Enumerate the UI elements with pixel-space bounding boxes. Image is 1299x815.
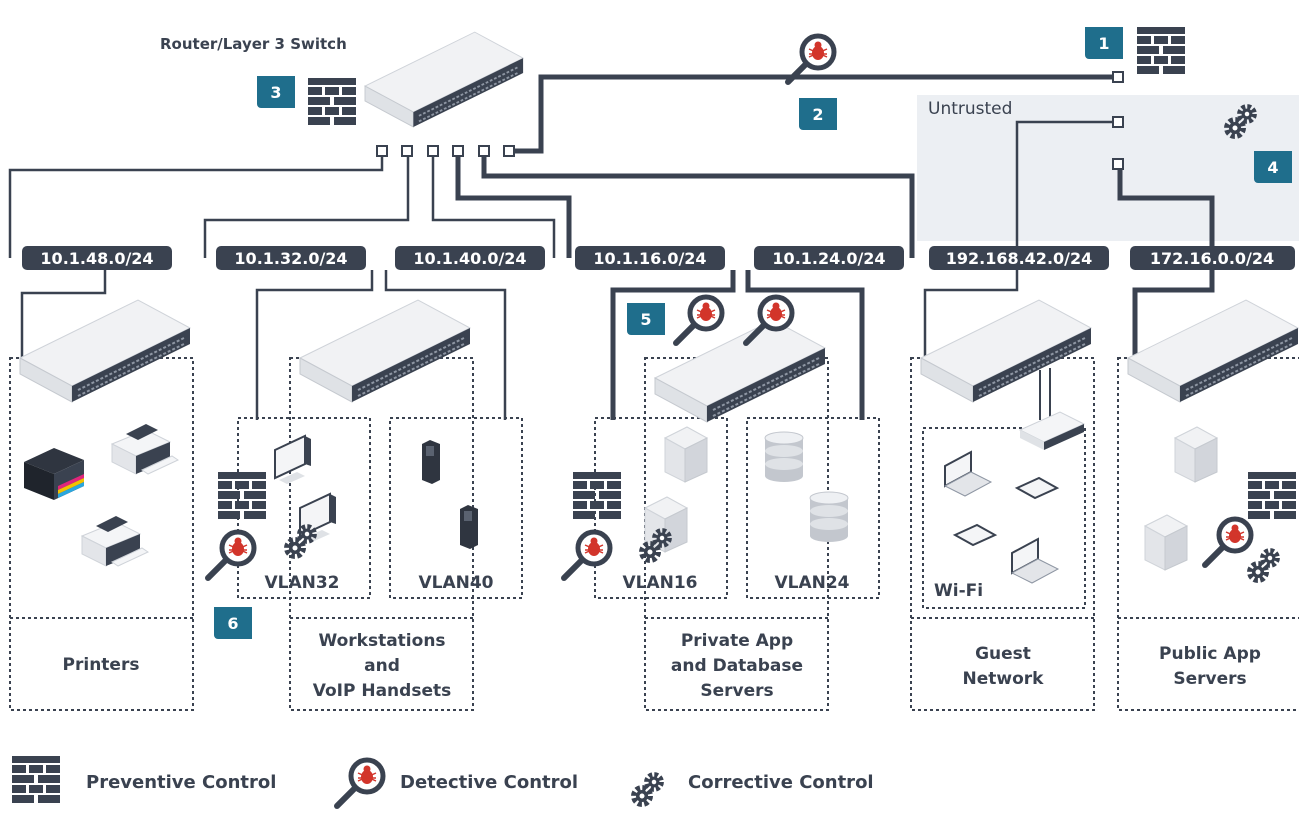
detective-icon bbox=[564, 532, 610, 578]
detective-icon bbox=[337, 760, 383, 806]
tablet-icon bbox=[1016, 477, 1058, 499]
router-ports bbox=[376, 145, 515, 157]
legend: Preventive Control Detective Control Cor… bbox=[12, 756, 874, 806]
group-label: Servers bbox=[1173, 669, 1246, 689]
public-switch bbox=[1127, 299, 1299, 403]
group-label: VoIP Handsets bbox=[313, 681, 451, 701]
untrusted-zone bbox=[917, 95, 1299, 241]
wifi-router-icon bbox=[1018, 368, 1086, 450]
legend-detective: Detective Control bbox=[400, 772, 578, 793]
firewall-icon bbox=[308, 78, 356, 125]
gear-icon bbox=[634, 775, 661, 804]
server-icon bbox=[664, 426, 708, 483]
legend-corrective: Corrective Control bbox=[688, 772, 874, 793]
group-label: and bbox=[364, 656, 400, 676]
firewall-icon bbox=[1137, 27, 1185, 74]
group-label: and Database bbox=[671, 656, 803, 676]
subnet-pills bbox=[22, 246, 1295, 270]
legend-preventive: Preventive Control bbox=[86, 772, 276, 793]
badge-5: 5 bbox=[640, 310, 651, 329]
subnet-label: 10.1.40.0/24 bbox=[413, 249, 526, 268]
printer-icon bbox=[111, 423, 179, 475]
firewall-icon bbox=[12, 756, 60, 803]
workstations-switch bbox=[299, 299, 471, 403]
database-icon bbox=[809, 491, 849, 543]
laptop-icon bbox=[944, 451, 992, 497]
vlan-label: VLAN40 bbox=[418, 573, 493, 593]
subnet-label: 172.16.0.0/24 bbox=[1150, 249, 1274, 268]
detective-icon bbox=[1205, 519, 1251, 565]
laptop-icon bbox=[1011, 538, 1059, 584]
vlan-label: VLAN24 bbox=[774, 573, 849, 593]
badge-2: 2 bbox=[812, 105, 823, 124]
router-layer3-switch bbox=[364, 31, 525, 128]
server-icon bbox=[1174, 426, 1218, 483]
subnet-label: 192.168.42.0/24 bbox=[946, 249, 1093, 268]
badge-6: 6 bbox=[227, 614, 238, 633]
phone-icon bbox=[460, 505, 478, 549]
firewall-icon bbox=[218, 472, 266, 519]
phone-icon bbox=[422, 440, 440, 484]
gear-icon bbox=[287, 527, 314, 556]
firewall-ports bbox=[1112, 71, 1124, 170]
badge-4: 4 bbox=[1267, 158, 1278, 177]
firewall-icon bbox=[1248, 472, 1296, 519]
detective-icon bbox=[208, 532, 254, 578]
group-label: Private App bbox=[681, 631, 793, 651]
group-label: Workstations bbox=[318, 631, 445, 651]
group-label: Public App bbox=[1159, 644, 1261, 664]
group-label: Guest bbox=[975, 644, 1031, 664]
subnet-label: 10.1.24.0/24 bbox=[772, 249, 885, 268]
subnet-label: 10.1.16.0/24 bbox=[593, 249, 706, 268]
firewall-icon bbox=[573, 472, 621, 519]
wifi-label: Wi-Fi bbox=[934, 581, 983, 601]
untrusted-label: Untrusted bbox=[928, 99, 1012, 119]
connection-lines bbox=[8, 74, 1215, 420]
vlan-label: VLAN16 bbox=[622, 573, 697, 593]
printer-icon bbox=[81, 515, 149, 567]
gear-icon bbox=[1250, 551, 1277, 580]
printers-switch bbox=[19, 299, 191, 403]
guest-switch bbox=[920, 299, 1092, 403]
database-icon bbox=[764, 431, 804, 483]
printer-icon bbox=[24, 448, 84, 500]
group-label: Printers bbox=[63, 655, 140, 675]
vlan-label: VLAN32 bbox=[264, 573, 339, 593]
subnet-label: 10.1.32.0/24 bbox=[234, 249, 347, 268]
monitor-icon bbox=[274, 435, 312, 485]
badge-1: 1 bbox=[1098, 34, 1109, 53]
badge-3: 3 bbox=[270, 83, 281, 102]
server-icon bbox=[1144, 514, 1188, 571]
tablet-icon bbox=[954, 524, 996, 546]
group-label: Network bbox=[963, 669, 1045, 689]
group-label: Servers bbox=[700, 681, 773, 701]
badges bbox=[214, 27, 1292, 639]
subnet-label: 10.1.48.0/24 bbox=[40, 249, 153, 268]
router-label: Router/Layer 3 Switch bbox=[160, 35, 347, 53]
detective-icon bbox=[676, 297, 722, 343]
